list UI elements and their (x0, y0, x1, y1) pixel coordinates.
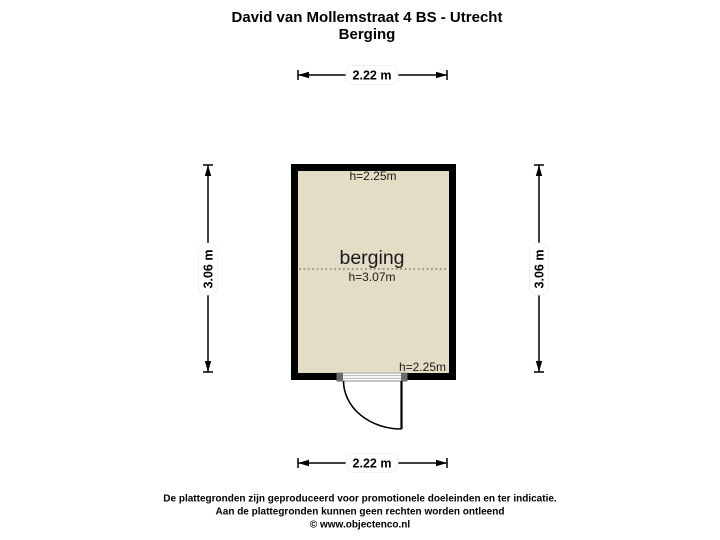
disclaimer-line-1: De plattegronden zijn geproduceerd voor … (163, 494, 557, 505)
dimension-arrow-left: 3.06 m (198, 164, 218, 373)
dimension-label-top: 2.22 m (353, 69, 392, 83)
room-floor (298, 171, 449, 373)
dimension-label-left: 3.06 m (202, 250, 216, 289)
ceiling-height-mid: h=3.07m (348, 270, 395, 284)
dimension-label-pill (345, 453, 399, 473)
arrowhead-right-icon (436, 71, 447, 79)
page-title-address: David van Mollemstraat 4 BS - Utrecht (232, 9, 503, 26)
room-name-label: berging (339, 247, 404, 269)
door-threshold (336, 372, 408, 382)
footer-disclaimer: De plattegronden zijn geproduceerd voor … (163, 494, 557, 531)
arrowhead-left-icon (298, 459, 309, 467)
room-berging: h=2.25m berging h=3.07m h=2.25m (291, 164, 456, 430)
arrowhead-left-icon (298, 71, 309, 79)
arrowhead-down-icon (535, 361, 543, 372)
dimension-label-bottom: 2.22 m (353, 457, 392, 471)
dimension-arrow-bottom: 2.22 m (297, 453, 448, 473)
ceiling-height-bottom: h=2.25m (399, 360, 446, 374)
dimension-arrow-right: 3.06 m (529, 164, 549, 373)
dimension-arrow-top: 2.22 m (297, 65, 448, 85)
arrowhead-up-icon (535, 165, 543, 176)
threshold-cap-left (336, 372, 343, 382)
threshold-lines (339, 375, 405, 379)
arrowhead-down-icon (204, 361, 212, 372)
dimension-label-pill (529, 242, 549, 296)
dimension-label-pill (345, 65, 399, 85)
door-swing-arc (342, 380, 402, 430)
dimension-label-right: 3.06 m (533, 250, 547, 289)
arrowhead-right-icon (436, 459, 447, 467)
ceiling-height-top: h=2.25m (349, 169, 396, 183)
disclaimer-line-2: Aan de plattegronden kunnen geen rechten… (216, 507, 505, 518)
copyright-line: © www.objectenco.nl (310, 520, 411, 531)
threshold-strip (337, 372, 407, 382)
threshold-cap-right (401, 372, 408, 382)
page-title-room: Berging (339, 26, 396, 43)
dimension-label-pill (198, 242, 218, 296)
arrowhead-up-icon (204, 165, 212, 176)
